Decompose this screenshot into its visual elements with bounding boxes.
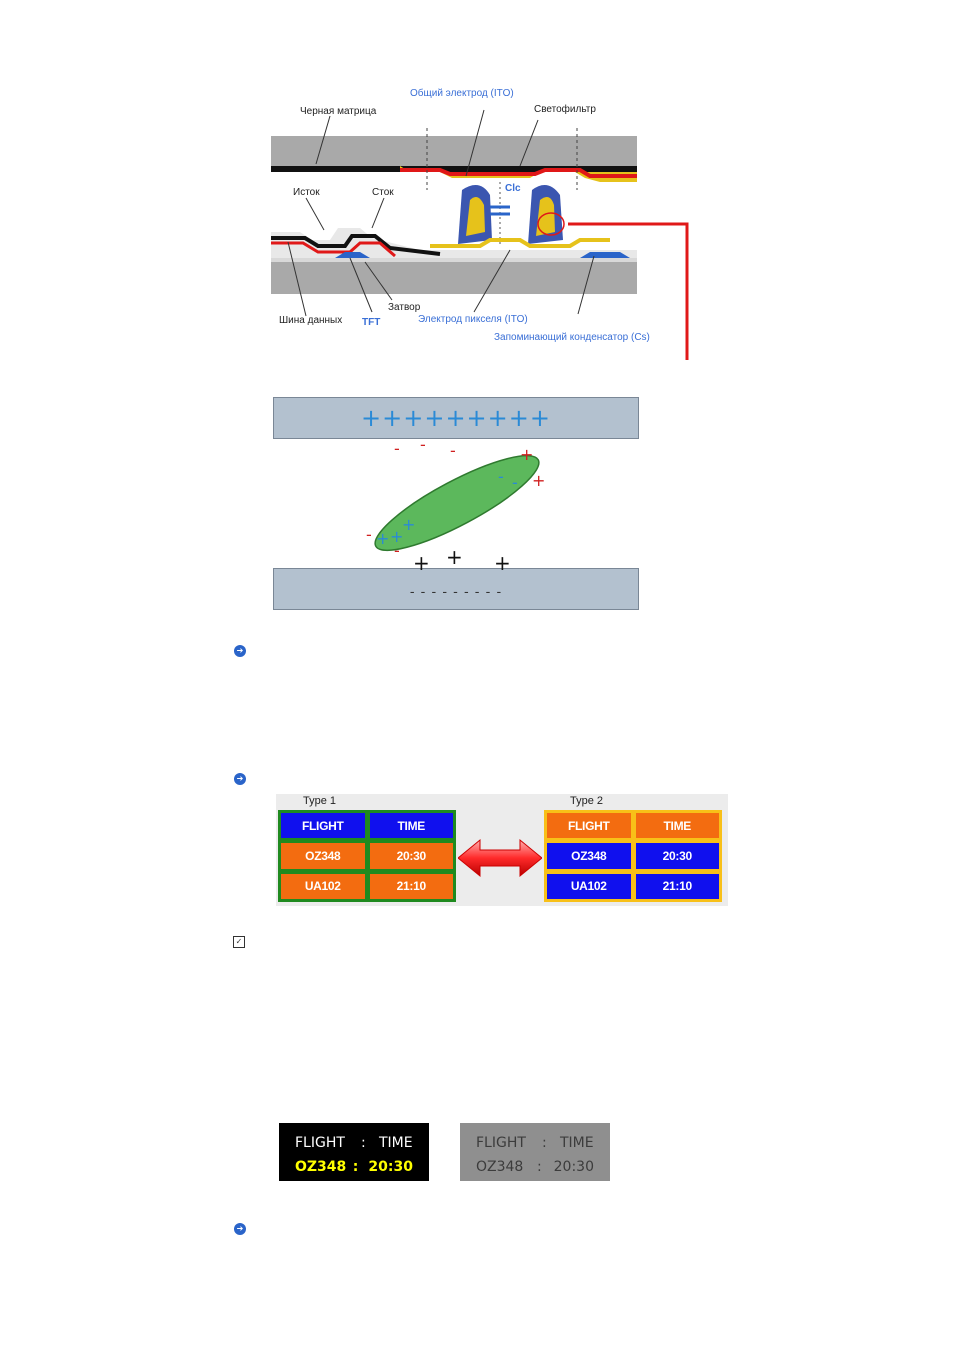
arrow-circle-icon: ➔	[234, 773, 246, 785]
lcd-cross-section-svg	[271, 109, 689, 360]
sign-time-value: 20:30	[368, 1159, 413, 1175]
label-pixel-electrode: Электрод пикселя (ITO)	[418, 314, 528, 325]
sharp-flight-sign: FLIGHT : TIME OZ348 : 20:30	[279, 1123, 429, 1181]
bottom-electrode-plate: - - - - - - - - -	[273, 568, 639, 610]
svg-text:+: +	[390, 527, 403, 546]
sign-header-time: TIME	[560, 1135, 594, 1151]
liquid-crystal-molecule-svg: - - - + + - - - - + + + + + +	[366, 438, 545, 570]
sign-flight-value: OZ348	[295, 1159, 347, 1175]
label-source: Исток	[293, 187, 320, 198]
type1-label: Type 1	[303, 795, 337, 807]
type1-cell: UA102	[281, 873, 365, 899]
label-storage-capacitor: Запоминающий конденсатор (Cs)	[494, 332, 650, 343]
svg-text:-: -	[420, 438, 426, 454]
sign-time-value: 20:30	[553, 1159, 594, 1175]
double-arrow-icon	[458, 838, 542, 878]
type2-cell: 20:30	[635, 843, 719, 869]
svg-text:+: +	[532, 471, 545, 490]
sign-header-flight: FLIGHT	[476, 1135, 526, 1151]
type1-header-flight: FLIGHT	[281, 813, 365, 839]
bottom-plate-charges: - - - - - - - - -	[409, 585, 503, 600]
type1-cell: OZ348	[281, 843, 365, 869]
type2-cell: OZ348	[547, 843, 631, 869]
type2-label: Type 2	[570, 795, 604, 807]
label-drain: Сток	[372, 187, 394, 198]
type1-cell: 20:30	[369, 843, 453, 869]
label-data-bus: Шина данных	[279, 315, 343, 326]
svg-text:+: +	[413, 551, 430, 570]
top-plate-charges: +++++++++	[361, 404, 551, 432]
svg-text:+: +	[520, 445, 533, 464]
dim-flight-sign: FLIGHT : TIME OZ348 : 20:30	[460, 1123, 610, 1181]
sign-separator: :	[542, 1135, 547, 1151]
note-check-icon: ✓	[233, 936, 245, 948]
type2-cell: UA102	[547, 873, 631, 899]
sign-header-time: TIME	[379, 1135, 413, 1151]
label-tft: TFT	[362, 317, 381, 328]
type2-cell: 21:10	[635, 873, 719, 899]
type1-cell: 21:10	[369, 873, 453, 899]
svg-text:-: -	[366, 525, 372, 544]
svg-text:-: -	[450, 441, 456, 460]
type2-header-flight: FLIGHT	[547, 813, 631, 839]
svg-text:-: -	[498, 467, 504, 486]
sign-header-flight: FLIGHT	[295, 1135, 345, 1151]
svg-text:-: -	[394, 439, 400, 458]
svg-text:-: -	[512, 473, 518, 492]
type1-header-time: TIME	[369, 813, 453, 839]
type2-board: FLIGHT TIME OZ348 20:30 UA102 21:10	[544, 810, 722, 902]
sign-flight-value: OZ348	[476, 1159, 524, 1175]
type2-header-time: TIME	[635, 813, 719, 839]
svg-text:-: -	[394, 541, 400, 560]
label-clc: Clc	[505, 183, 521, 194]
flight-board-comparison: Type 1 Type 2 FLIGHT TIME OZ348 20:30 UA…	[276, 794, 728, 906]
svg-text:+: +	[446, 545, 463, 569]
svg-text:+: +	[376, 529, 389, 548]
arrow-circle-icon: ➔	[234, 645, 246, 657]
svg-text:+: +	[402, 515, 415, 534]
type1-board: FLIGHT TIME OZ348 20:30 UA102 21:10	[278, 810, 456, 902]
svg-text:+: +	[494, 551, 511, 570]
lcd-structure-diagram: Общий электрод (ITO) Черная матрица Свет…	[0, 0, 954, 620]
sign-separator: :	[361, 1135, 366, 1151]
sign-separator: :	[352, 1159, 359, 1175]
label-black-matrix: Черная матрица	[300, 106, 377, 117]
top-electrode-plate: +++++++++	[273, 397, 639, 439]
label-common-electrode: Общий электрод (ITO)	[410, 88, 514, 99]
label-color-filter: Светофильтр	[534, 104, 596, 115]
label-gate: Затвор	[388, 302, 421, 313]
sign-separator: :	[537, 1159, 542, 1175]
arrow-circle-icon: ➔	[234, 1223, 246, 1235]
